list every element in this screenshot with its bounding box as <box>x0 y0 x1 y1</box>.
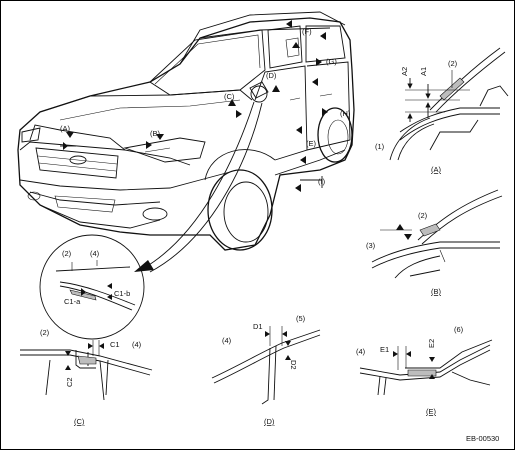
detail-b: (2) (3) (B) <box>366 189 503 296</box>
detail-d-dim-d1: D1 <box>253 322 263 331</box>
detail-e-part-6: (6) <box>454 325 464 334</box>
detail-a-part-1: (1) <box>375 142 385 151</box>
detail-a: (2) (1) A1 A2 (A) <box>375 47 509 174</box>
detail-b-part-2: (2) <box>418 211 428 220</box>
detail-b-part-3: (3) <box>366 241 376 250</box>
detail-e-caption: (E) <box>426 407 437 416</box>
detail-c1-circle: (2) (4) C1-a C1-b <box>39 234 145 340</box>
magnifier-leader <box>134 85 268 273</box>
callout-h: (H) <box>340 109 351 118</box>
detail-c-part-4: (4) <box>132 340 142 349</box>
detail-e-dim-e2: E2 <box>427 339 436 348</box>
figure-code: EB-00530 <box>466 434 499 443</box>
detail-c-part-2: (2) <box>40 328 50 337</box>
detail-b-caption: (B) <box>431 287 442 296</box>
detail-e-dim-e1: E1 <box>380 345 389 354</box>
detail-c1-dim-a: C1-a <box>64 297 81 306</box>
callout-f: (F) <box>302 27 312 36</box>
vehicle-callouts: (A) (B) (C) (D) (F) (G) (H) (E) (I) <box>60 27 351 186</box>
detail-c1-dim-b: C1-b <box>114 289 130 298</box>
detail-a-part-2: (2) <box>448 59 458 68</box>
detail-c: (2) (4) C1 C2 (C) <box>20 328 153 426</box>
detail-d-caption: (D) <box>264 417 275 426</box>
detail-a-dim-a1: A1 <box>419 67 428 76</box>
detail-d: (4) (5) D1 D2 (D) <box>211 314 321 426</box>
callout-b: (B) <box>150 129 161 138</box>
detail-a-caption: (A) <box>431 165 442 174</box>
callout-g: (G) <box>326 57 337 66</box>
detail-e: (4) (6) E1 E2 (E) <box>356 325 493 416</box>
detail-d-dim-d2: D2 <box>289 360 298 370</box>
detail-c1-part-4: (4) <box>90 249 100 258</box>
callout-e: (E) <box>306 139 317 148</box>
detail-c-dim-c1: C1 <box>110 340 120 349</box>
callout-a: (A) <box>60 124 71 133</box>
detail-d-part-4: (4) <box>222 336 232 345</box>
detail-e-part-4: (4) <box>356 347 366 356</box>
detail-d-part-5: (5) <box>296 314 306 323</box>
detail-c-caption: (C) <box>74 417 85 426</box>
callout-i: (I) <box>318 177 326 186</box>
detail-a-dim-a2: A2 <box>400 67 409 76</box>
detail-c1-part-2: (2) <box>62 249 72 258</box>
vehicle-illustration <box>17 11 355 251</box>
callout-c: (C) <box>224 92 235 101</box>
detail-c-dim-c2: C2 <box>65 377 74 387</box>
vehicle-arrows <box>60 20 328 192</box>
callout-d: (D) <box>266 71 277 80</box>
